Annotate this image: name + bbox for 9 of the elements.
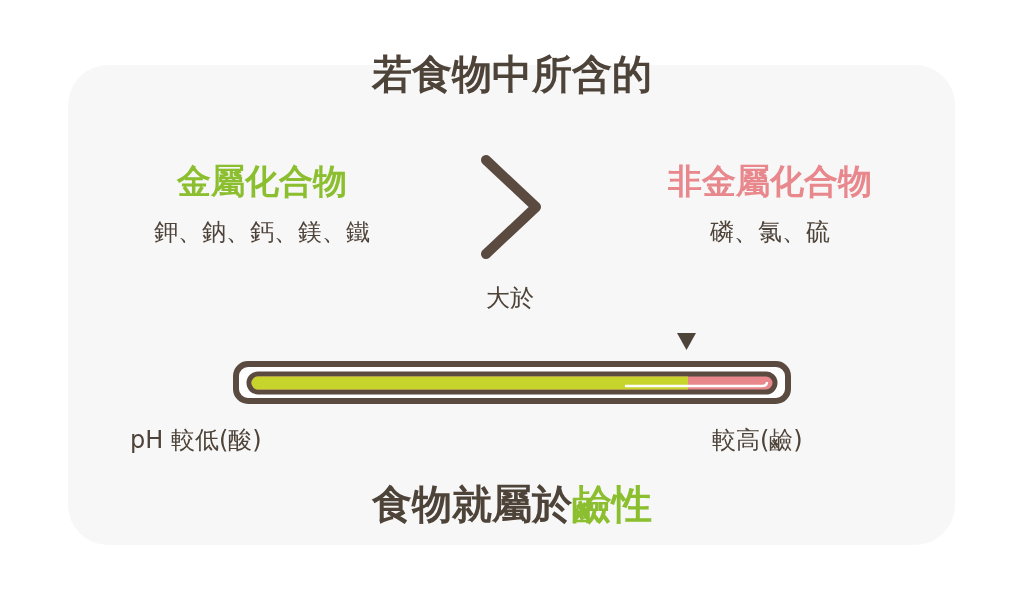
comparison-label: 大於 (485, 283, 535, 314)
title: 若食物中所含的 (370, 50, 653, 99)
conclusion-text: 食物就屬於鹼性 (371, 480, 653, 529)
group-heading: 非金屬化合物 (668, 160, 872, 203)
scale-label: 較高(鹼) (712, 425, 803, 456)
element-list: 磷、氯、硫 (710, 216, 830, 248)
element-list: 鉀、鈉、鈣、鎂、鐵 (154, 216, 370, 248)
scale-label: pH 較低(酸) (130, 425, 262, 456)
group-heading: 金屬化合物 (177, 160, 347, 203)
